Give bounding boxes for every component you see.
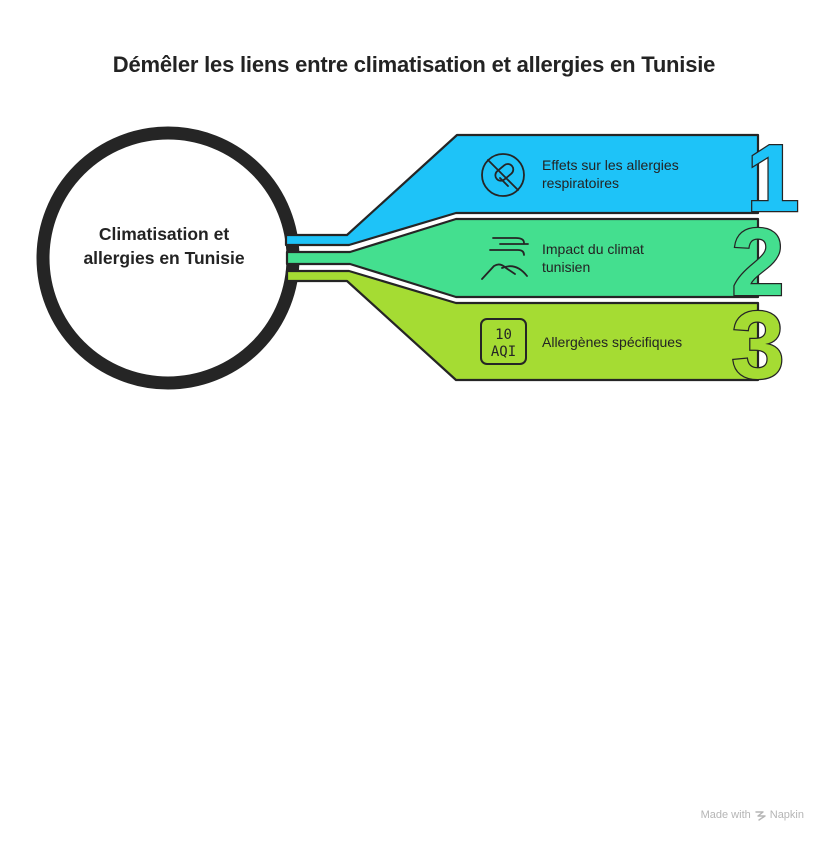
band-3-shape bbox=[285, 269, 760, 382]
item-2-label: Impact du climat tunisien bbox=[542, 241, 644, 275]
item-1-label: Effets sur les allergies respiratoires bbox=[542, 157, 679, 191]
watermark-prefix: Made with bbox=[700, 809, 751, 821]
band-2-shape bbox=[285, 217, 760, 299]
band-1-shape bbox=[284, 133, 760, 247]
band-1 bbox=[284, 133, 760, 247]
aqi-icon: 10 AQI bbox=[480, 318, 527, 365]
watermark-brand: Napkin bbox=[769, 809, 804, 821]
aqi-top-text: 10 bbox=[495, 327, 512, 343]
page-title: Démêler les liens entre climatisation et… bbox=[112, 52, 716, 77]
no-pill-icon bbox=[481, 153, 525, 197]
number-3: 3 bbox=[731, 292, 784, 399]
item-3-label: Allergènes spécifiques bbox=[542, 334, 683, 350]
aqi-bottom-text: AQI bbox=[491, 344, 516, 360]
number-2: 2 bbox=[731, 209, 784, 316]
number-1: 1 bbox=[746, 125, 799, 232]
center-label: Climatisation et allergies en Tunisie bbox=[83, 224, 245, 268]
napkin-logo-icon bbox=[755, 810, 766, 821]
watermark: Made with Napkin bbox=[701, 809, 804, 821]
band-2 bbox=[285, 217, 760, 299]
wind-landscape-icon bbox=[481, 237, 529, 280]
band-3 bbox=[285, 269, 760, 382]
